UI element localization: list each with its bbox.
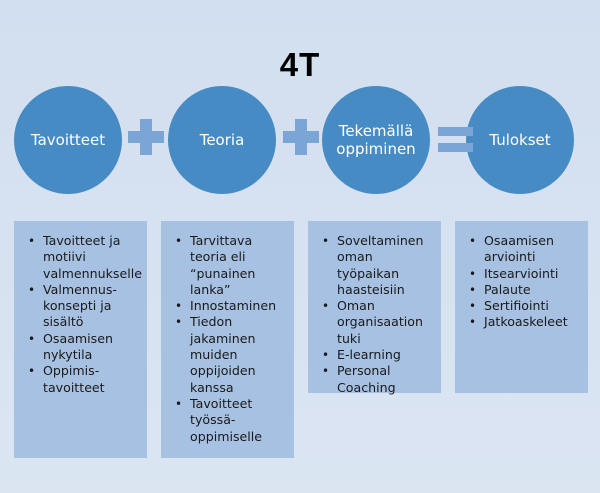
bullet-list: Soveltaminen oman työpaikan haasteisiinO…	[322, 233, 435, 396]
list-item: Osaamisen arviointi	[469, 233, 582, 266]
list-item: E-learning	[322, 347, 435, 364]
box-teoria: Tarvittava teoria eli “punainen lanka”In…	[161, 221, 294, 458]
circle-tekemalla-oppiminen: Tekemällä oppiminen	[322, 86, 430, 194]
list-item: Sertifiointi	[469, 298, 582, 315]
circle-teoria: Teoria	[168, 86, 276, 194]
list-item: Oman organisaation tuki	[322, 298, 435, 347]
bullet-list: Osaamisen arviointiItsearviointiPalauteS…	[469, 233, 582, 331]
circle-label: Tulokset	[489, 131, 551, 149]
list-item: Jatkoaskeleet	[469, 314, 582, 331]
list-item: Valmennus-konsepti ja sisältö	[28, 282, 141, 331]
list-item: Soveltaminen oman työpaikan haasteisiin	[322, 233, 435, 298]
box-tulokset: Osaamisen arviointiItsearviointiPalauteS…	[455, 221, 588, 393]
list-item: Palaute	[469, 282, 582, 299]
circle-label: Teoria	[199, 131, 245, 149]
circle-tavoitteet: Tavoitteet	[14, 86, 122, 194]
list-item: Oppimis-tavoitteet	[28, 363, 141, 396]
list-item: Tavoitteet ja motiivi valmennukselle	[28, 233, 142, 282]
circle-label: Tavoitteet	[30, 131, 106, 149]
list-item: Tavoitteet työssä-oppimiselle	[175, 396, 288, 445]
list-item: Personal Coaching	[322, 363, 435, 396]
box-tekemalla-oppiminen: Soveltaminen oman työpaikan haasteisiinO…	[308, 221, 441, 396]
list-item: Tarvittava teoria eli “punainen lanka”	[175, 233, 288, 298]
circle-tulokset: Tulokset	[466, 86, 574, 194]
box-tavoitteet: Tavoitteet ja motiivi valmennukselleValm…	[14, 221, 147, 458]
bullet-list: Tavoitteet ja motiivi valmennukselleValm…	[28, 233, 142, 396]
diagram-title: 4T	[279, 46, 321, 83]
bullet-list: Tarvittava teoria eli “punainen lanka”In…	[175, 233, 288, 445]
list-item: Tiedon jakaminen muiden oppijoiden kanss…	[175, 314, 288, 395]
list-item: Innostaminen	[175, 298, 288, 315]
circle-label: Tekemällä oppiminen	[336, 122, 416, 158]
list-item: Osaamisen nykytila	[28, 331, 141, 364]
list-item: Itsearviointi	[469, 266, 582, 283]
